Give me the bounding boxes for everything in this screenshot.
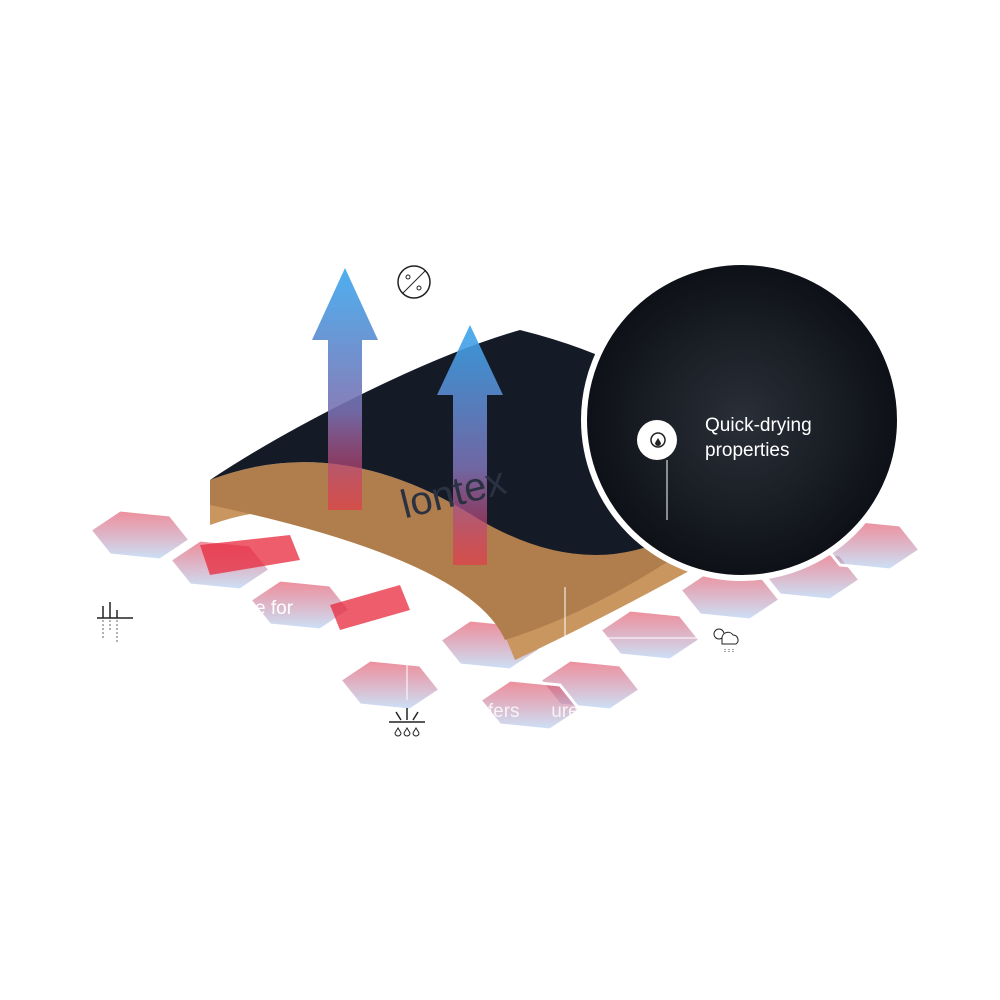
connector-lines <box>406 587 700 700</box>
quick-drying-label: Quick-drying properties <box>705 413 812 463</box>
partial-label-left-2: ng effects <box>215 624 298 645</box>
vapor-arrow-left <box>312 268 378 510</box>
breathability-icon <box>97 602 133 642</box>
moisture-transfer-icon <box>389 708 425 737</box>
red-heat-glow <box>200 535 410 630</box>
quick-dry-icon <box>650 432 666 448</box>
partial-label-bottom: Transfers ure <box>440 701 579 722</box>
callout-line-1: Quick-drying <box>705 415 812 436</box>
partial-label-left-1: e for <box>255 598 294 619</box>
weather-icon <box>713 628 739 653</box>
antibacterial-icon <box>397 265 431 299</box>
callout-line-2: properties <box>705 440 790 461</box>
vapor-arrow-right <box>437 325 503 565</box>
